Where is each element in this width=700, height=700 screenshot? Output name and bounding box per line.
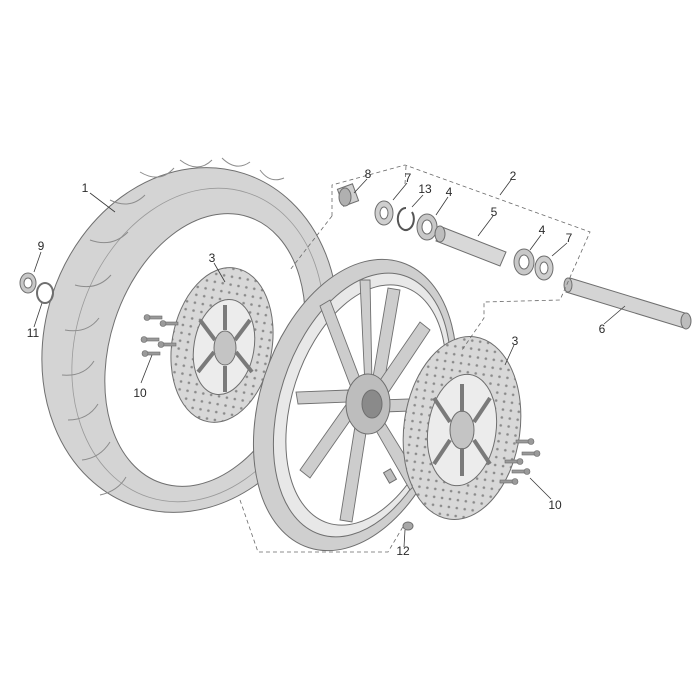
- callout-3-left: 3: [209, 251, 216, 265]
- wheel-rim: [252, 258, 458, 552]
- callout-12: 12: [396, 544, 410, 558]
- bolt: [157, 341, 177, 348]
- disc-carrier-spokes: [196, 305, 254, 392]
- disc-bolts-left: [140, 314, 179, 357]
- spacer-ring-left: [36, 282, 54, 304]
- disc-carrier-spokes: [432, 384, 492, 476]
- callout-4-left: 4: [446, 185, 453, 199]
- tyre-tread: [61, 157, 285, 496]
- bolt: [504, 458, 524, 465]
- callout-2: 2: [510, 169, 517, 183]
- bearing-spacer-tube: [434, 225, 507, 267]
- brake-disc-left: [170, 267, 274, 423]
- wheel-axle: [563, 277, 692, 330]
- bearing-seal-right: [534, 255, 554, 281]
- callout-labels: 1 2 3 3 4 4 5 6 7 7 8 9 10 10 11 12 13: [27, 167, 606, 558]
- callout-10-right: 10: [548, 498, 562, 512]
- callout-11: 11: [27, 326, 40, 340]
- callout-7-right: 7: [566, 231, 573, 245]
- rim-group-outline: [239, 499, 405, 553]
- circlip: [396, 206, 415, 231]
- leader-lines: [33, 178, 626, 548]
- bearing-seal-left: [374, 200, 394, 226]
- callout-4-right: 4: [539, 223, 546, 237]
- callout-6: 6: [599, 322, 606, 336]
- bolt: [521, 450, 541, 457]
- bolt: [143, 314, 163, 321]
- callout-5: 5: [491, 205, 498, 219]
- callout-7-left: 7: [405, 171, 412, 185]
- callout-9: 9: [38, 239, 45, 253]
- bolt: [511, 468, 531, 475]
- spacer-bushing: [336, 183, 360, 207]
- callout-3-right: 3: [512, 334, 519, 348]
- bearing-right: [513, 248, 535, 276]
- brake-disc-right: [402, 336, 522, 520]
- hub-bore: [361, 389, 383, 419]
- disc-bolts-right: [499, 438, 541, 485]
- axle-kit-outline: [289, 164, 591, 351]
- callout-1: 1: [82, 181, 89, 195]
- seal-ring-left: [19, 272, 37, 294]
- bolt: [141, 350, 161, 357]
- callout-13: 13: [418, 182, 432, 196]
- bolt: [515, 438, 535, 445]
- tyre-valve: [382, 468, 414, 531]
- bolt: [159, 320, 179, 327]
- callout-8: 8: [365, 167, 372, 181]
- bolt: [140, 336, 160, 343]
- bolt: [499, 478, 519, 485]
- callout-10-left: 10: [133, 386, 147, 400]
- bearing-left: [416, 213, 438, 241]
